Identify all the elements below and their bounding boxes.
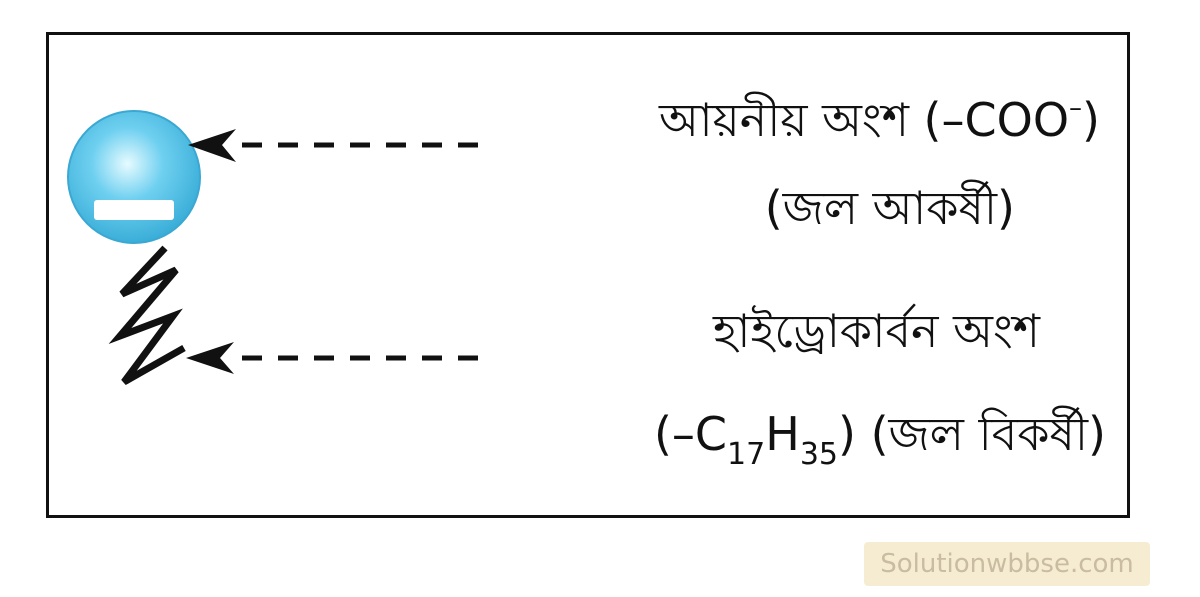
diagram-frame: [46, 32, 1130, 518]
formula-hydrophobic-label: (–C17H35) (জল বিকর্ষী): [653, 407, 1106, 472]
minus-sign-icon: [94, 200, 174, 220]
hydrocarbon-part-label: হাইড্রোকার্বন অংশ: [712, 304, 1040, 358]
hydrophilic-label: (জল আকর্ষী): [764, 181, 1015, 235]
ionic-head-icon: [67, 110, 201, 244]
hydrocarbon-tail-icon: [108, 245, 186, 386]
arrowhead-icon: [186, 342, 234, 374]
arrow-to-ionic-head: [188, 129, 478, 162]
arrowhead-icon: [188, 129, 236, 162]
watermark: Solutionwbbse.com: [864, 542, 1150, 586]
ionic-part-label: আয়নীয় অংশ (–COO–): [658, 93, 1100, 147]
arrow-to-hydrocarbon-tail: [186, 342, 478, 374]
